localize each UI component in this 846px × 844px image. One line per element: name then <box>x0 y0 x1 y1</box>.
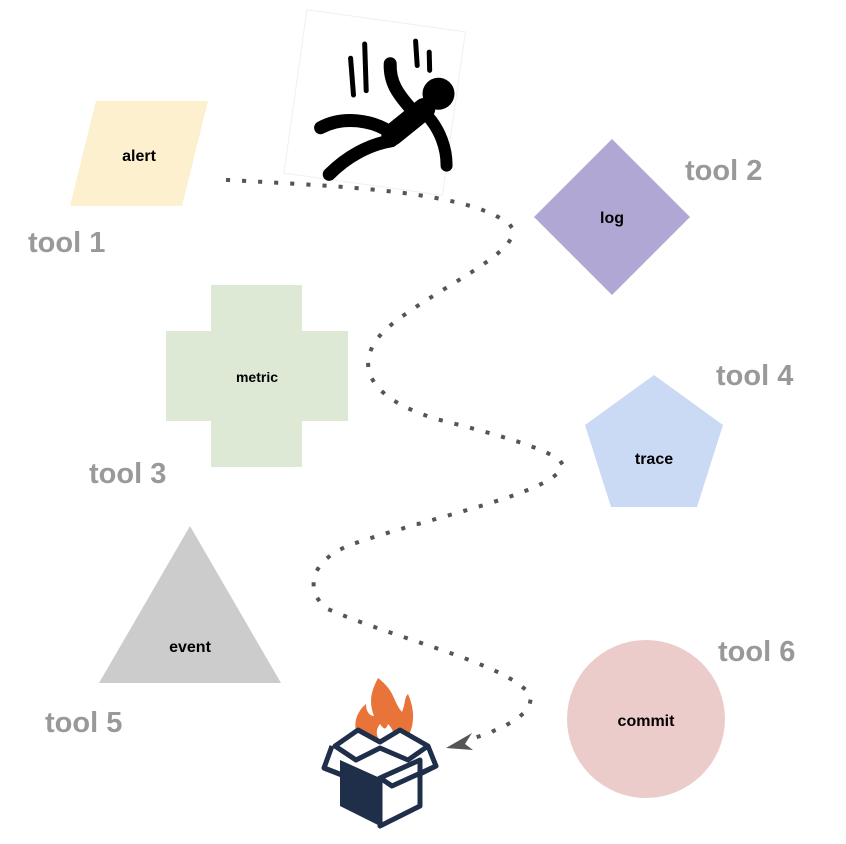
trace-label: trace <box>635 451 673 468</box>
arrowhead-icon <box>446 733 473 750</box>
node-trace[interactable]: trace <box>585 375 723 507</box>
event-label: event <box>169 639 211 656</box>
metric-shape <box>166 285 348 467</box>
falling-person-icon <box>283 9 466 196</box>
node-log[interactable]: log <box>534 139 690 295</box>
alert-label: alert <box>122 148 156 165</box>
node-event[interactable]: event <box>99 526 281 683</box>
node-commit[interactable]: commit <box>567 640 725 798</box>
log-shape <box>534 139 690 295</box>
commit-shape <box>567 640 725 798</box>
event-shape <box>99 526 281 683</box>
tool-label-6: tool 6 <box>718 636 796 668</box>
tool-label-1: tool 1 <box>28 227 106 259</box>
node-metric[interactable]: metric <box>166 285 348 467</box>
burning-box-icon <box>321 678 439 829</box>
node-alert[interactable]: alert <box>70 101 208 206</box>
tool-label-4: tool 4 <box>716 360 794 392</box>
commit-label: commit <box>618 713 676 730</box>
tool-label-5: tool 5 <box>45 707 123 739</box>
dotted-connector <box>225 177 565 743</box>
log-label: log <box>600 210 624 227</box>
alert-shape <box>70 101 208 206</box>
trace-shape <box>585 375 723 507</box>
tool-label-3: tool 3 <box>89 458 167 490</box>
tool-label-2: tool 2 <box>685 155 763 187</box>
metric-label: metric <box>236 369 278 385</box>
